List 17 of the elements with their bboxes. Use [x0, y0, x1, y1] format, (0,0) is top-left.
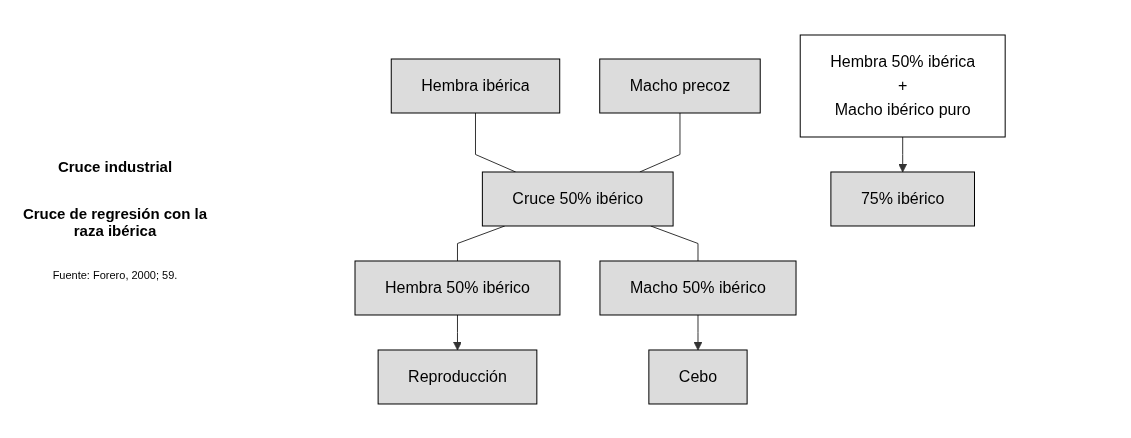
node-box: Hembra 50% ibérica + Macho ibérico puro — [800, 34, 1007, 137]
source-note: Fuente: Forero, 2000; 59. — [51, 268, 179, 281]
connector — [650, 225, 699, 261]
group-label: Cruce de regresión con la raza ibérica — [21, 204, 209, 239]
group-label: Cruce industrial — [56, 157, 174, 175]
node-box: Hembra 50% ibérico — [354, 260, 561, 315]
connector — [457, 225, 506, 261]
node-box: Macho 50% ibérico — [599, 260, 797, 315]
node-box: Cruce 50% ibérico — [482, 171, 674, 226]
node-box: Macho precoz — [599, 58, 762, 113]
node-box: Reproducción — [378, 349, 538, 404]
arrow — [453, 314, 463, 350]
arrow — [694, 314, 703, 350]
node-box: Cebo — [648, 349, 748, 404]
arrow — [898, 136, 908, 172]
node-box: 75% ibérico — [830, 171, 976, 226]
node-box: Hembra ibérica — [391, 58, 561, 113]
